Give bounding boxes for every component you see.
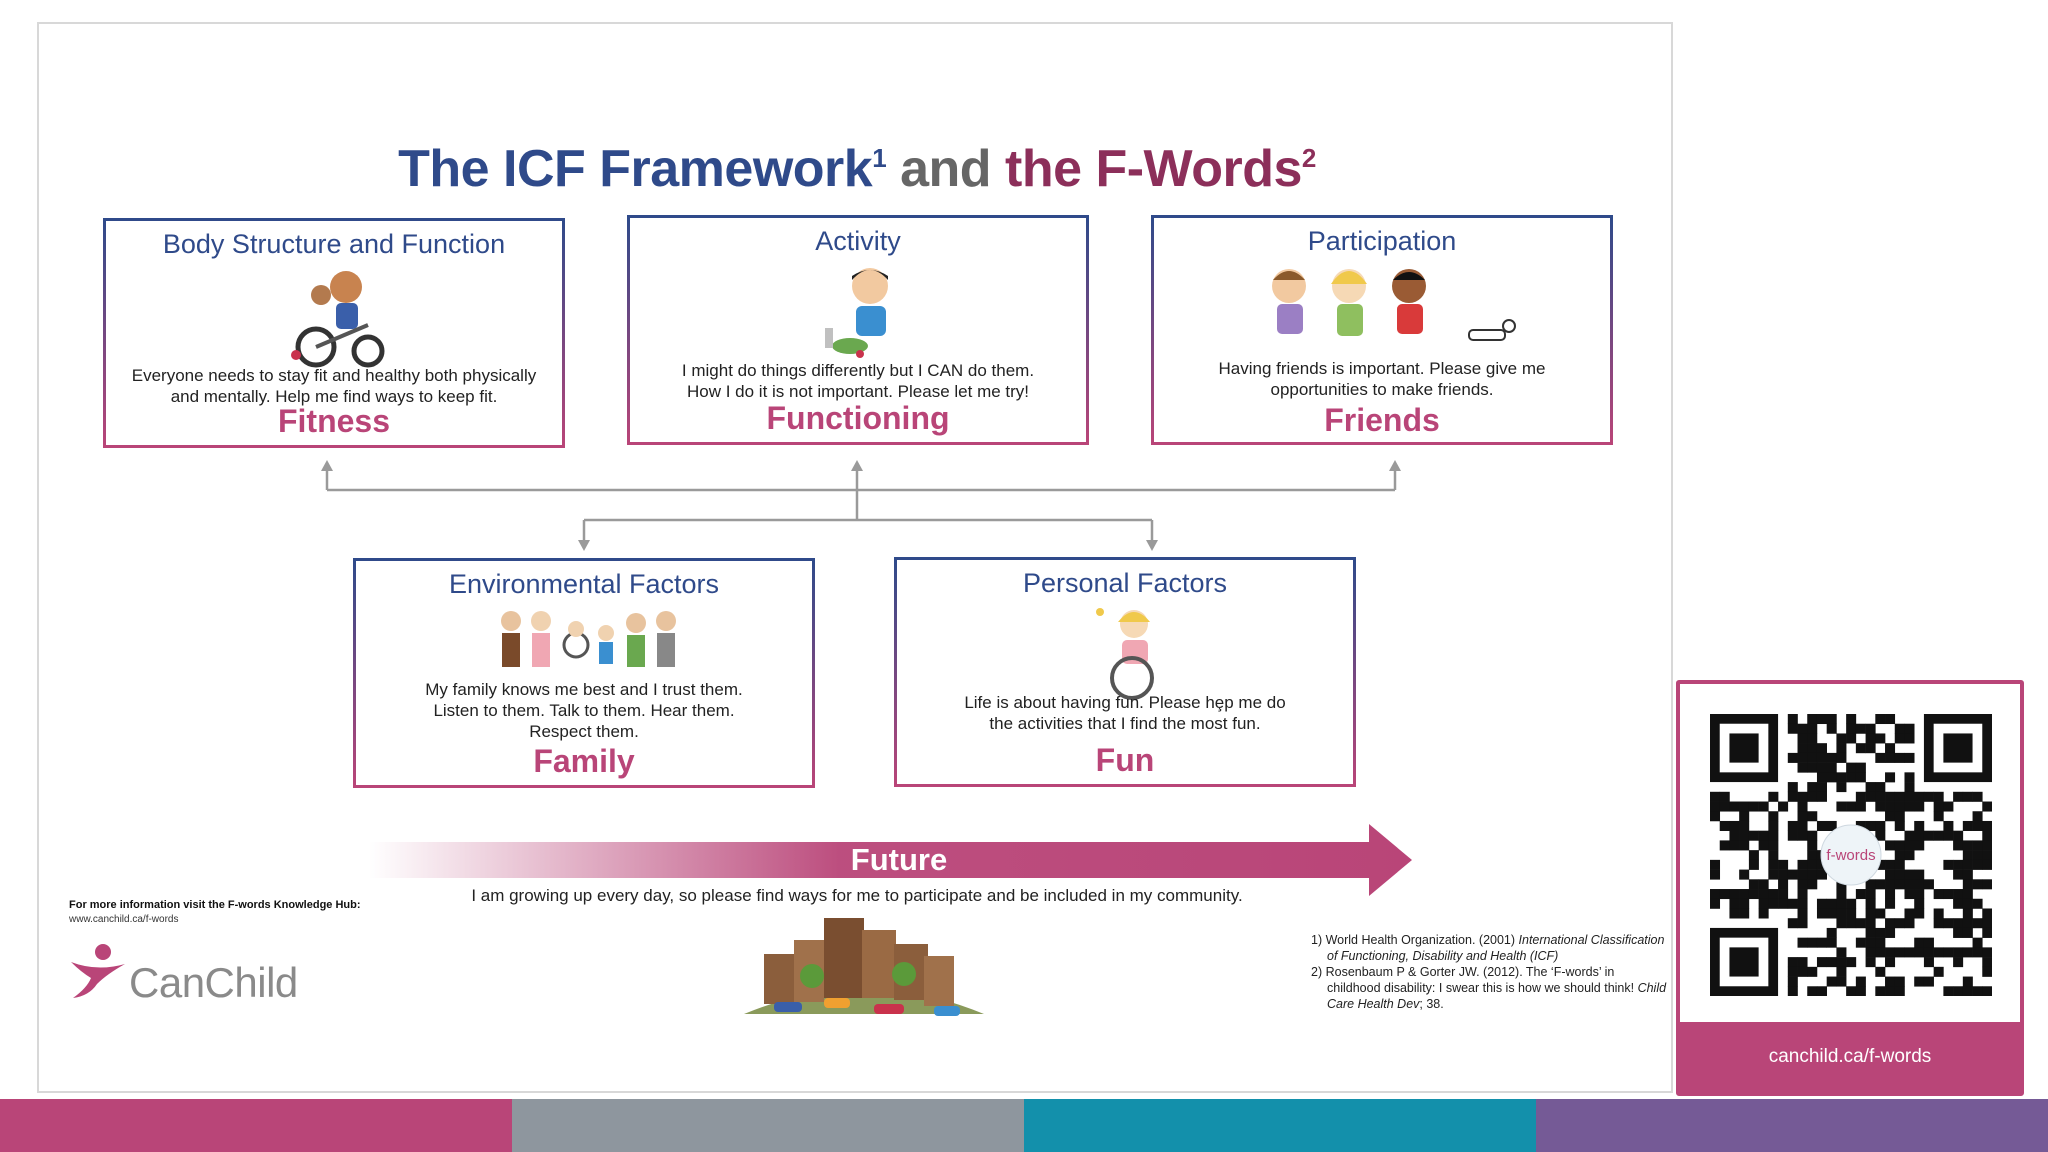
fword-friends: Friends [1154,402,1610,439]
fword-family: Family [356,743,812,780]
references: 1) World Health Organization. (2001) Int… [1311,932,1671,1012]
box-description: Having friends is important. Please give… [1164,358,1600,400]
more-info-url[interactable]: www.canchild.ca/f-words [69,914,178,925]
fword-fitness: Fitness [106,403,562,440]
fword-functioning: Functioning [630,400,1086,437]
box-participation: Participation Having friends is importan… [1151,215,1613,445]
color-bar-segment-gray [512,1099,1024,1152]
child-on-adaptive-tricycle-icon [106,265,562,375]
qr-panel: f-words canchild.ca/f-words [1676,680,2024,1096]
box-heading: Personal Factors [897,568,1353,599]
box-description: Everyone needs to stay fit and healthy b… [116,365,552,407]
canchild-logo-text: CanChild [129,959,298,1007]
canchild-logo-icon [67,942,129,1002]
box-heading: Body Structure and Function [106,229,562,260]
box-personal-factors: Personal Factors Life is about having fu… [894,557,1356,787]
box-body-structure: Body Structure and Function Everyone nee… [103,218,565,448]
box-activity: Activity I might do things differently b… [627,215,1089,445]
box-heading: Participation [1154,226,1610,257]
qr-code-icon[interactable]: f-words [1710,714,1992,996]
community-city-icon [734,904,994,1024]
qr-center-label: f-words [1826,847,1875,864]
qr-caption: canchild.ca/f-words [1680,1022,2020,1092]
reference-2: 2) Rosenbaum P & Gorter JW. (2012). The … [1311,964,1671,1012]
color-bar-segment-teal [1024,1099,1536,1152]
box-description: I might do things differently but I CAN … [640,360,1076,402]
box-heading: Activity [630,226,1086,257]
future-label: Future [799,842,999,878]
slide: The ICF Framework1 and the F-Words2 Body… [37,22,1673,1093]
box-environmental-factors: Environmental Factors My family knows me… [353,558,815,788]
reference-1: 1) World Health Organization. (2001) Int… [1311,932,1671,964]
fword-fun: Fun [897,742,1353,779]
box-heading: Environmental Factors [356,569,812,600]
more-info-text: For more information visit the F-words K… [69,899,361,911]
color-bar-segment-pink [0,1099,512,1152]
bottom-color-bar [0,1099,2048,1152]
color-bar-segment-purple [1536,1099,2048,1152]
box-description: Life is about having fun. Please hȩp me… [907,692,1343,734]
box-description: My family knows me best and I trust them… [366,679,802,742]
three-friends-with-dog-icon [1154,262,1610,372]
child-eating-icon [630,262,1086,372]
